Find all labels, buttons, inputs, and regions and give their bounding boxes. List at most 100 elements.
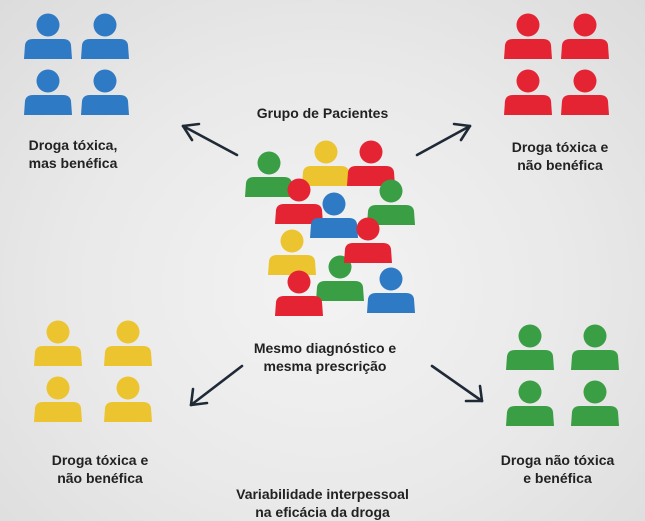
footer-caption-line2: na eficácia da droga [255, 504, 390, 520]
footer-caption: Variabilidade interpessoal na eficácia d… [195, 485, 450, 521]
person-icon-bottom-left [104, 320, 152, 366]
person-head [518, 380, 542, 404]
person-head [93, 69, 117, 93]
person-body [367, 293, 415, 313]
person-icon-crowd [344, 217, 392, 263]
person-icon-crowd [310, 192, 358, 238]
person-icon-crowd [245, 151, 293, 197]
label-top-right-line2: não benéfica [517, 157, 603, 173]
person-head [287, 270, 311, 294]
person-body [571, 350, 619, 370]
person-head [287, 178, 311, 202]
label-bottom-left-line1: Droga tóxica e [51, 452, 149, 468]
person-icon-bottom-right [571, 380, 619, 426]
person-body [104, 402, 152, 422]
person-icon-top-left [81, 69, 129, 115]
person-head [573, 13, 597, 37]
center-label: Mesmo diagnóstico e mesma prescrição [225, 339, 425, 375]
person-head [116, 376, 140, 400]
center-label-line2: mesma prescrição [263, 358, 387, 374]
person-body [275, 204, 323, 224]
person-icon-crowd [316, 255, 364, 301]
person-body [24, 39, 72, 59]
person-icon-bottom-left [34, 320, 82, 366]
person-body [504, 95, 552, 115]
arrow-icon-top-left [181, 122, 239, 157]
person-body [275, 296, 323, 316]
person-body [561, 39, 609, 59]
group-title: Grupo de Pacientes [230, 104, 415, 122]
person-head [583, 324, 607, 348]
person-icon-top-right [561, 13, 609, 59]
center-label-line1: Mesmo diagnóstico e [253, 340, 397, 356]
person-body [347, 166, 395, 186]
person-icon-bottom-right [506, 324, 554, 370]
person-body [344, 243, 392, 263]
person-icon-bottom-left [104, 376, 152, 422]
label-bottom-right-line2: e benéfica [523, 470, 592, 486]
person-icon-top-right [504, 13, 552, 59]
label-top-right-line1: Droga tóxica e [511, 139, 609, 155]
person-body [506, 350, 554, 370]
people-layer [24, 13, 619, 426]
person-body [367, 205, 415, 225]
person-head [46, 376, 70, 400]
person-head [36, 69, 60, 93]
person-icon-top-right [561, 69, 609, 115]
person-head [93, 13, 117, 37]
person-icon-top-left [24, 69, 72, 115]
group-title-text: Grupo de Pacientes [256, 105, 389, 121]
arrow-icon-top-right [415, 122, 472, 157]
person-body [24, 95, 72, 115]
person-body [571, 406, 619, 426]
person-head [518, 324, 542, 348]
person-icon-crowd [367, 267, 415, 313]
person-body [310, 218, 358, 238]
arrow-icon-bottom-right [430, 364, 484, 403]
label-top-left: Droga tóxica, mas benéfica [0, 136, 146, 172]
person-head [583, 380, 607, 404]
person-icon-crowd [367, 179, 415, 225]
person-body [268, 255, 316, 275]
label-bottom-right: Droga não tóxica e benéfica [470, 451, 645, 487]
person-body [81, 95, 129, 115]
arrows-layer [181, 122, 484, 407]
person-head [356, 217, 380, 241]
person-icon-top-right [504, 69, 552, 115]
person-body [504, 39, 552, 59]
person-body [104, 346, 152, 366]
person-body [34, 402, 82, 422]
person-head [46, 320, 70, 344]
person-head [280, 229, 304, 253]
person-icon-crowd [268, 229, 316, 275]
person-icon-top-left [81, 13, 129, 59]
person-icon-crowd [302, 140, 350, 186]
person-head [322, 192, 346, 216]
person-head [257, 151, 281, 175]
person-body [506, 406, 554, 426]
person-icon-top-left [24, 13, 72, 59]
person-body [316, 281, 364, 301]
person-head [379, 267, 403, 291]
label-bottom-right-line1: Droga não tóxica [500, 452, 615, 468]
person-head [516, 69, 540, 93]
person-icon-crowd [275, 178, 323, 224]
person-head [36, 13, 60, 37]
person-head [573, 69, 597, 93]
person-icon-crowd [275, 270, 323, 316]
footer-caption-line1: Variabilidade interpessoal [236, 486, 409, 502]
person-body [81, 39, 129, 59]
label-bottom-left-line2: não benéfica [57, 470, 143, 486]
person-head [359, 140, 383, 164]
person-head [516, 13, 540, 37]
person-body [34, 346, 82, 366]
person-body [245, 177, 293, 197]
person-icon-bottom-left [34, 376, 82, 422]
person-head [314, 140, 338, 164]
person-body [302, 166, 350, 186]
person-icon-bottom-right [571, 324, 619, 370]
label-top-right: Droga tóxica e não benéfica [480, 138, 640, 174]
person-icon-crowd [347, 140, 395, 186]
person-body [561, 95, 609, 115]
